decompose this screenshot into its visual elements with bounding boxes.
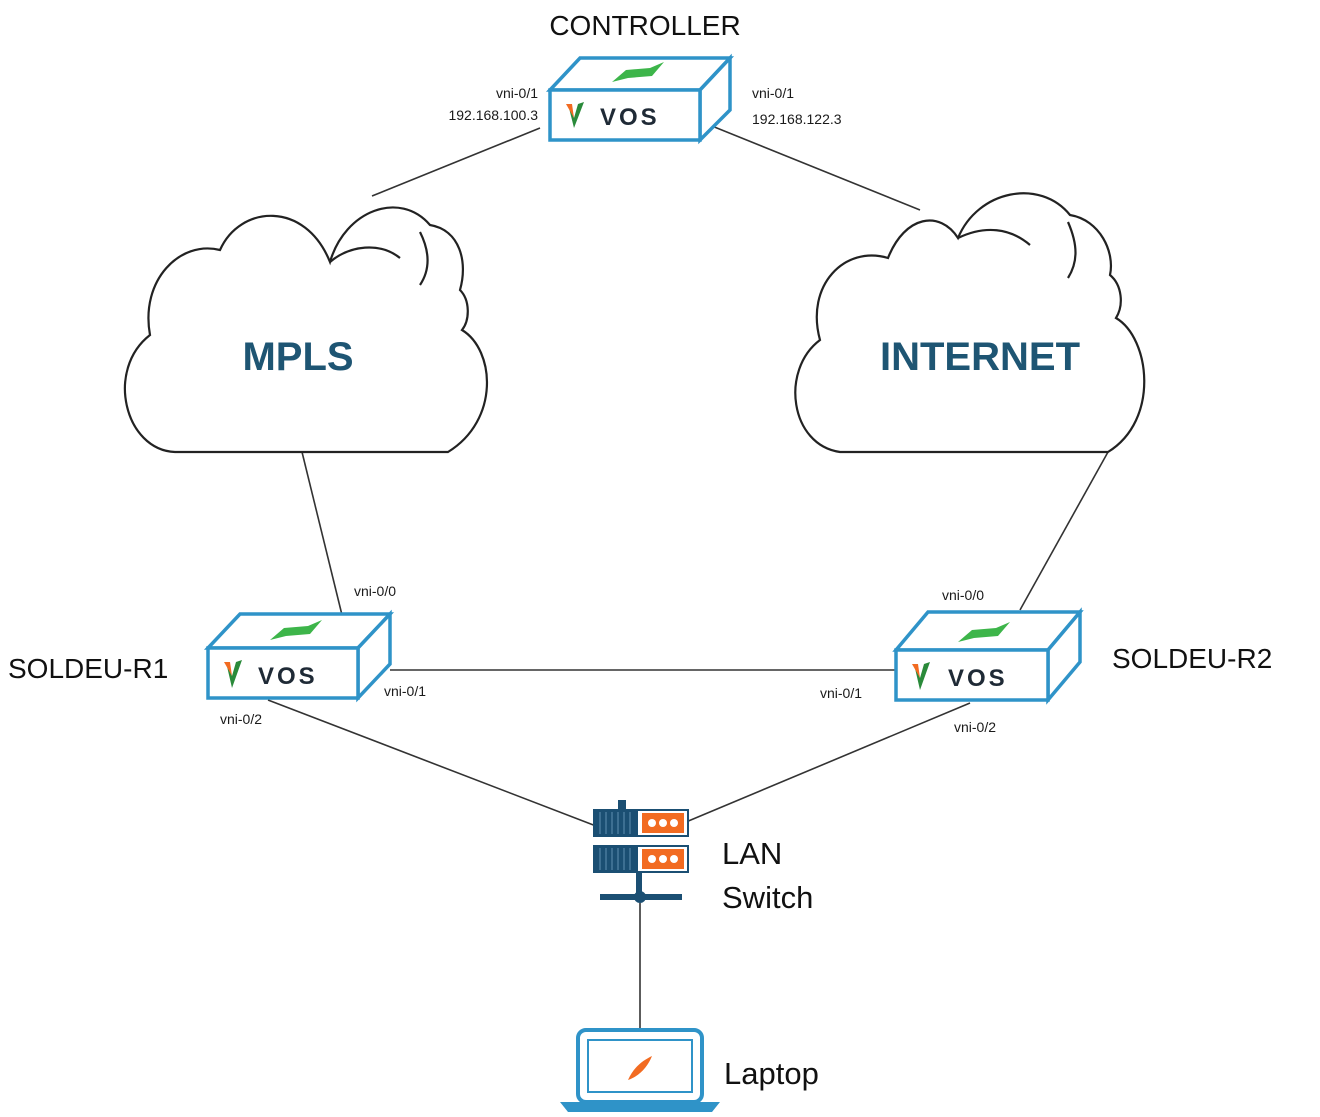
link-internet-r2 xyxy=(1019,451,1109,611)
r1-iface-peer: vni-0/1 xyxy=(384,683,426,699)
r2-led-icon xyxy=(958,622,1010,642)
internet-cloud: INTERNET xyxy=(794,192,1146,454)
r1-led-icon xyxy=(270,620,322,640)
r1-iface-lan: vni-0/2 xyxy=(220,711,262,727)
controller-left-iface: vni-0/1 xyxy=(496,85,538,101)
controller-device[interactable]: VOS CONTROLLER vni-0/1 192.168.100.3 vni… xyxy=(448,10,842,145)
soldeu-r2-device[interactable]: VOS SOLDEU-R2 vni-0/0 vni-0/1 vni-0/2 xyxy=(820,587,1272,735)
r2-brand: VOS xyxy=(948,665,1008,692)
r1-name: SOLDEU-R1 xyxy=(8,653,168,684)
link-mpls-r1 xyxy=(301,451,343,616)
lan-switch-icon xyxy=(593,800,689,903)
lan-switch-label-line1: LAN xyxy=(722,836,782,871)
controller-left-ip: 192.168.100.3 xyxy=(448,107,538,123)
controller-right-iface: vni-0/1 xyxy=(752,85,794,101)
link-controller-mpls xyxy=(371,127,541,197)
r2-iface-wan: vni-0/0 xyxy=(942,587,984,603)
soldeu-r1-device[interactable]: VOS SOLDEU-R1 vni-0/0 vni-0/1 vni-0/2 xyxy=(8,583,426,727)
cloud-icon xyxy=(794,192,1146,454)
r2-iface-lan: vni-0/2 xyxy=(954,719,996,735)
r2-iface-peer: vni-0/1 xyxy=(820,685,862,701)
links xyxy=(267,121,1109,1030)
lan-switch[interactable]: LAN Switch xyxy=(593,800,813,915)
controller-led-icon xyxy=(612,62,664,82)
laptop-label: Laptop xyxy=(724,1056,819,1091)
mpls-cloud: MPLS xyxy=(123,206,488,454)
vos-logo-icon xyxy=(224,660,242,688)
link-r2-switch xyxy=(685,702,971,823)
controller-brand: VOS xyxy=(600,104,660,131)
controller-right-ip: 192.168.122.3 xyxy=(752,111,842,127)
cloud-icon xyxy=(123,206,488,454)
vos-logo-icon xyxy=(912,662,930,690)
laptop-icon xyxy=(560,1028,720,1112)
mpls-label: MPLS xyxy=(242,335,353,379)
link-controller-internet xyxy=(701,121,921,211)
r1-iface-wan: vni-0/0 xyxy=(354,583,396,599)
r1-brand: VOS xyxy=(258,663,318,690)
laptop[interactable]: Laptop xyxy=(560,1028,819,1112)
vos-logo-icon xyxy=(566,102,584,128)
internet-label: INTERNET xyxy=(880,335,1080,379)
link-r1-switch xyxy=(267,699,597,827)
controller-name: CONTROLLER xyxy=(549,10,740,41)
lan-switch-label-line2: Switch xyxy=(722,880,813,915)
r2-name: SOLDEU-R2 xyxy=(1112,643,1272,674)
